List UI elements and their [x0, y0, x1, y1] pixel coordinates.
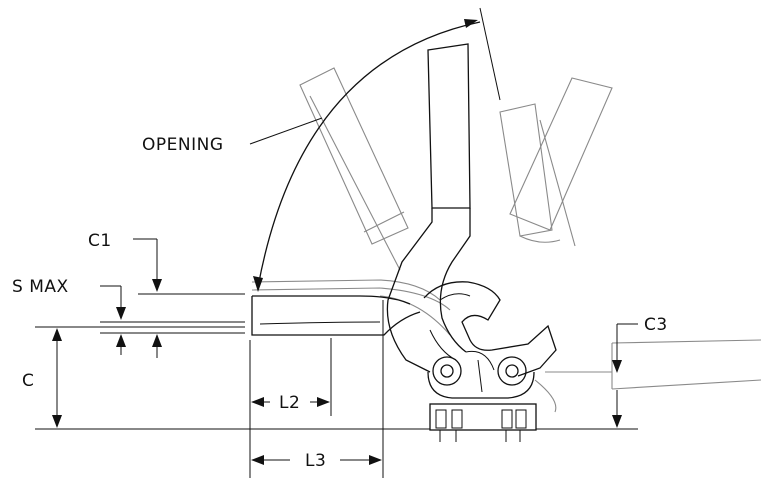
ghost-arm-right	[534, 339, 761, 413]
clamp-linkage	[423, 281, 557, 399]
clamp-arm	[251, 295, 421, 336]
l3-dimension	[251, 300, 384, 478]
l2-label: L2	[279, 393, 300, 413]
ghost-spindle-arms	[251, 279, 451, 336]
l2-dimension	[249, 338, 332, 478]
c1-dimension	[133, 238, 162, 358]
ghost-handle-left	[299, 67, 409, 271]
c1-label: C1	[88, 231, 112, 251]
ghost-handle-right	[499, 77, 613, 247]
opening-dimension	[249, 7, 501, 292]
clamp-handle	[386, 43, 471, 373]
arm-reference-lines	[35, 293, 245, 334]
c-dimension	[52, 328, 62, 428]
c-label: C	[22, 371, 34, 391]
s-max-dimension	[100, 285, 126, 355]
clamp-base	[429, 403, 537, 442]
s-max-label: S MAX	[12, 277, 69, 297]
opening-label: OPENING	[142, 135, 224, 155]
c3-label: C3	[644, 315, 668, 335]
c3-dimension	[612, 323, 638, 428]
l3-label: L3	[305, 451, 326, 471]
